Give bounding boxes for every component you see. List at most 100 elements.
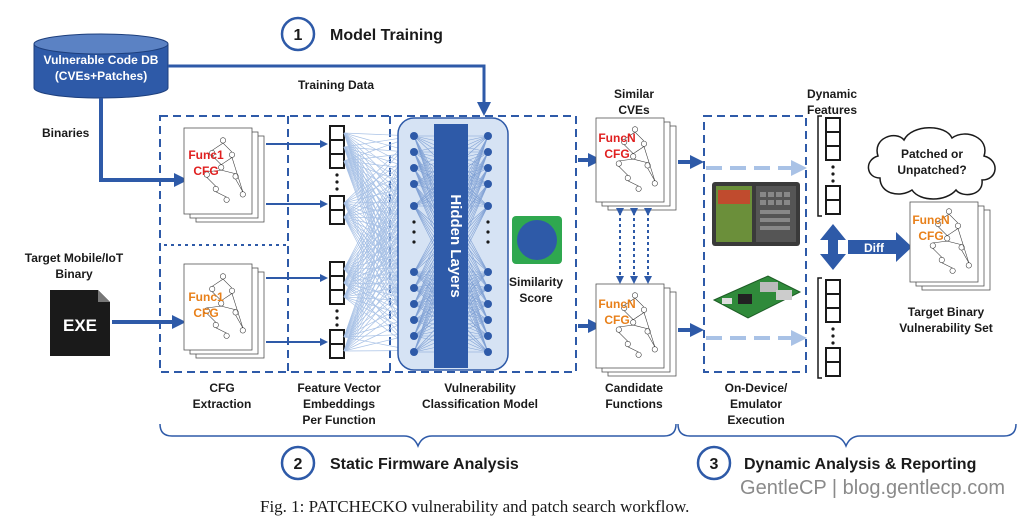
dynamic-features-top-dots	[831, 165, 835, 183]
nn-ellipsis-dot	[486, 240, 490, 244]
dynamic-features-top	[825, 117, 841, 215]
binaries-label: Binaries	[42, 126, 90, 140]
vulnerable-code-db: Vulnerable Code DB (CVEs+Patches)	[33, 33, 169, 99]
cfg-to-vector-arrows	[266, 140, 328, 346]
nn-node	[484, 332, 492, 340]
stage-1-badge: 1	[280, 16, 316, 52]
similarity-line1: Similarity	[509, 275, 563, 289]
features-bracket-top	[817, 115, 822, 217]
caption-name: PATCHECKO	[309, 497, 408, 516]
cfg-label-candidate: CFG	[604, 313, 629, 327]
nn-node	[484, 148, 492, 156]
nn-node	[484, 268, 492, 276]
stage-3-number: 3	[710, 456, 719, 473]
stage-3-label: Dynamic Analysis & Reporting	[744, 456, 976, 473]
device-line2: Emulator	[730, 397, 782, 411]
nn-ellipsis-dot	[412, 220, 416, 224]
nn-node	[484, 164, 492, 172]
feature-vector-line2: Embeddings	[303, 397, 375, 411]
classification-line2: Classification Model	[422, 397, 538, 411]
binaries-arrow	[99, 98, 188, 187]
feature-vector-line3: Per Function	[302, 413, 375, 427]
funcn-label-target: FuncN	[912, 213, 949, 227]
candidate-line1: Candidate	[605, 381, 663, 395]
nn-node	[410, 148, 418, 156]
target-binary-line1: Target Mobile/IoT	[25, 251, 124, 265]
hidden-layers-label: Hidden Layers	[447, 194, 464, 297]
cfg-stack-similar: FuncN CFG	[595, 117, 677, 211]
brace-dynamic	[677, 423, 1017, 449]
device-line1: On-Device/	[725, 381, 788, 395]
phone-device-icon	[712, 182, 800, 246]
nn-node	[410, 164, 418, 172]
cfg-extraction-line2: Extraction	[193, 397, 252, 411]
patched-question-cloud	[867, 127, 996, 200]
cfg-label-bottom: CFG	[193, 306, 218, 320]
caption-rest: vulnerability and patch search workflow.	[407, 497, 689, 516]
dynamic-features-line2: Features	[807, 103, 857, 117]
stage-1-number: 1	[294, 27, 303, 44]
stage-3-badge: 3	[696, 445, 732, 481]
dynamic-execution-box	[703, 115, 807, 373]
classification-line1: Vulnerability	[444, 381, 516, 395]
figure-caption: Fig. 1: PATCHECKO vulnerability and patc…	[260, 497, 689, 516]
neural-network-nodes	[410, 132, 492, 356]
nn-node	[410, 332, 418, 340]
db-subtitle: (CVEs+Patches)	[55, 69, 147, 83]
target-set-line1: Target Binary	[908, 305, 985, 319]
dynamic-features-bottom-dots	[831, 327, 835, 345]
nn-ellipsis-dot	[486, 230, 490, 234]
funcn-label-candidate: FuncN	[598, 297, 635, 311]
similar-line1: Similar	[614, 87, 654, 101]
nn-node	[484, 284, 492, 292]
stage-2-label: Static Firmware Analysis	[330, 456, 519, 473]
funcn-label-similar: FuncN	[598, 131, 635, 145]
exe-label: EXE	[63, 316, 97, 335]
nn-ellipsis-dot	[412, 230, 416, 234]
diff-label: Diff	[864, 241, 885, 255]
features-bracket-bottom	[817, 277, 822, 379]
dynamic-features-line1: Dynamic	[807, 87, 857, 101]
dynamic-features-bottom	[825, 279, 841, 377]
feature-vectors-top-dots	[335, 173, 339, 191]
target-set-line2: Vulnerability Set	[899, 321, 993, 335]
diff-arrows	[820, 224, 912, 270]
similarity-line2: Score	[519, 291, 553, 305]
stage-1-label: Model Training	[330, 27, 443, 44]
match-arrows	[616, 208, 652, 284]
cfg-stack-func1-bottom: Func1 CFG	[183, 263, 265, 359]
func1-label-bottom: Func1	[188, 290, 224, 304]
nn-node	[410, 180, 418, 188]
cfg-stack-candidate: FuncN CFG	[595, 283, 677, 377]
nn-node	[410, 268, 418, 276]
nn-node	[410, 132, 418, 140]
cfg-label-similar: CFG	[604, 147, 629, 161]
cfg-stack-target: FuncN CFG	[909, 201, 991, 291]
static-analysis-box	[159, 115, 577, 373]
cfg-label-top: CFG	[193, 164, 218, 178]
nn-node	[484, 300, 492, 308]
nn-node	[484, 316, 492, 324]
feature-vector-line1: Feature Vector	[297, 381, 381, 395]
nn-node	[484, 132, 492, 140]
training-data-arrow	[168, 64, 491, 116]
nn-node	[484, 348, 492, 356]
stage-2-number: 2	[294, 456, 303, 473]
similar-line2: CVEs	[618, 103, 650, 117]
similarity-score-icon	[512, 216, 562, 264]
cfg-extraction-line1: CFG	[209, 381, 234, 395]
cfg-label-target: CFG	[918, 229, 943, 243]
device-line3: Execution	[727, 413, 784, 427]
nn-node	[410, 300, 418, 308]
hidden-layers-bar	[434, 124, 468, 368]
target-binary-line2: Binary	[55, 267, 93, 281]
nn-node	[484, 202, 492, 210]
watermark: GentleCP | blog.gentlecp.com	[740, 477, 1005, 499]
feature-vectors-bottom-dots	[335, 309, 339, 327]
caption-prefix: Fig. 1:	[260, 497, 309, 516]
nn-node	[484, 180, 492, 188]
candidate-line2: Functions	[605, 397, 663, 411]
training-data-label: Training Data	[298, 78, 374, 92]
nn-node	[410, 348, 418, 356]
